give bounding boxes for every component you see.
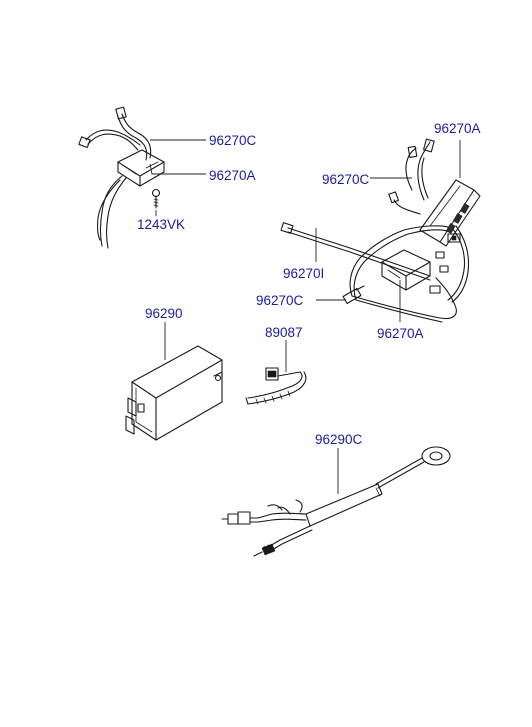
main-harness-drawing xyxy=(280,138,481,323)
cable-tie-drawing xyxy=(245,367,307,405)
control-unit-drawing xyxy=(125,345,223,441)
part-label-96270i[interactable]: 96270I xyxy=(283,266,325,281)
amplifier-harness-drawing xyxy=(78,106,165,249)
antenna-cable-drawing xyxy=(221,446,451,557)
part-label-96270a-lower[interactable]: 96270A xyxy=(377,326,424,341)
part-label-96270c-lower[interactable]: 96270C xyxy=(256,293,304,308)
part-label-96270c-right[interactable]: 96270C xyxy=(322,172,370,187)
part-label-96290c[interactable]: 96290C xyxy=(315,432,363,447)
leader-lines-right xyxy=(315,140,461,322)
leader-lines-top-left xyxy=(149,139,206,216)
part-label-96290[interactable]: 96290 xyxy=(145,306,183,321)
part-label-96270a-upper-left[interactable]: 96270A xyxy=(209,168,256,183)
part-label-89087[interactable]: 89087 xyxy=(265,325,303,340)
part-label-96270c-upper-left[interactable]: 96270C xyxy=(209,133,257,148)
part-label-96270a-upper-right[interactable]: 96270A xyxy=(434,121,481,136)
part-label-1243vk[interactable]: 1243VK xyxy=(137,217,186,232)
